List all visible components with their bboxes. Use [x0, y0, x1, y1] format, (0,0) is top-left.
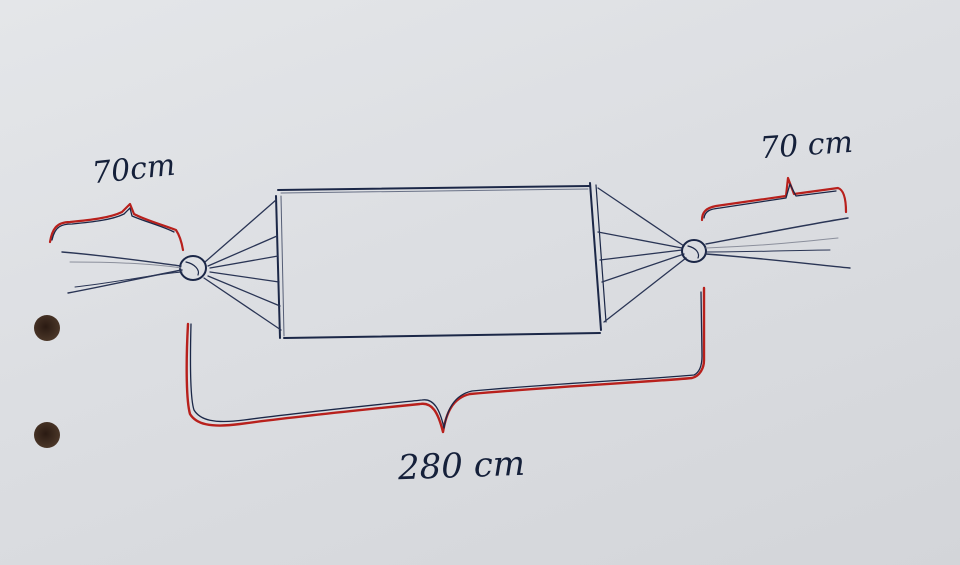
- hammock-bed: [275, 182, 607, 339]
- total-dimension-bracket: [185, 286, 706, 434]
- right-dimension-bracket: [700, 176, 848, 222]
- right-rope: [705, 217, 851, 269]
- right-ring: [681, 239, 707, 263]
- right-suspension-lines: [597, 187, 687, 323]
- punch-hole-top: [34, 315, 60, 341]
- left-ring: [179, 255, 207, 281]
- left-dimension-bracket: [48, 202, 185, 252]
- right-length-label: 70 cm: [758, 124, 855, 167]
- punch-hole-bottom: [34, 422, 60, 448]
- left-suspension-lines: [203, 199, 282, 331]
- left-rope: [61, 251, 183, 294]
- total-length-label: 280 cm: [397, 443, 526, 489]
